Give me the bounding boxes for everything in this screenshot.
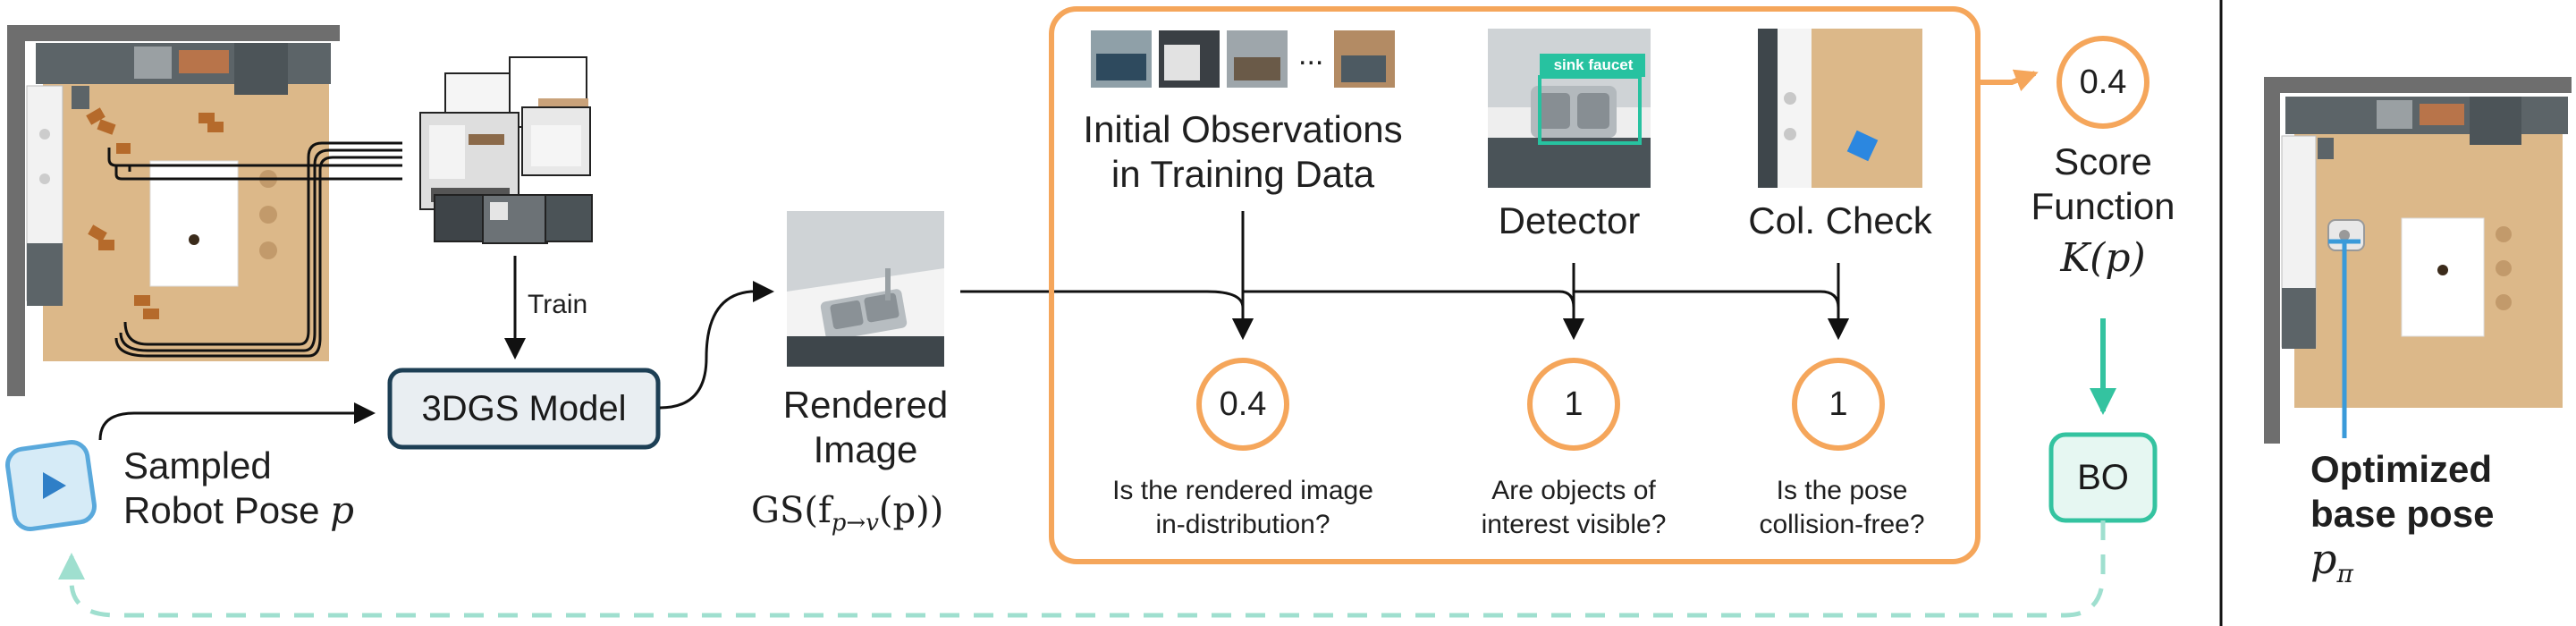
robot-pose-icon (5, 440, 97, 531)
score-circle-collision: 1 (1792, 358, 1885, 451)
scoring-panel (1049, 6, 1981, 564)
render-to-scores-line (960, 290, 1254, 340)
collision-check-image (1758, 29, 1922, 188)
model-label: 3DGS Model (421, 388, 627, 428)
pose-to-model-arrow (98, 402, 376, 441)
train-label: Train (528, 290, 588, 319)
score-circle-visibility: 1 (1527, 358, 1620, 451)
sampled-var: p (330, 488, 355, 532)
model-to-render-arrow (659, 281, 774, 410)
to-score-arrow (1978, 69, 2039, 92)
detector-image (1488, 29, 1651, 188)
detector-tag: sink faucet (1553, 56, 1634, 73)
score-function-formula: K(p) (2060, 235, 2146, 281)
observation-thumbnails (1091, 30, 1395, 88)
bo-label: BO (2077, 457, 2129, 497)
final-score-circle: 0.4 (2057, 36, 2149, 129)
sampled-line1: Sampled (123, 444, 272, 486)
colcheck-label: Col. Check (1748, 199, 1932, 241)
rendered-line2: Image (813, 428, 918, 470)
observations-line1: Initial Observations (1083, 108, 1403, 150)
observations-line2: in Training Data (1111, 153, 1375, 195)
kitchen-floorplan-right (2264, 77, 2572, 444)
observations-ellipsis: ... (1298, 38, 1324, 72)
model-box (387, 368, 661, 450)
rendered-formula: GS(fp→v(p)) (751, 490, 944, 537)
score-circle-distribution: 0.4 (1196, 358, 1289, 451)
kitchen-floorplan-left (7, 25, 402, 396)
training-views-collage (419, 56, 593, 244)
optimized-pose-var: pπ (2310, 535, 2353, 589)
rendered-label: Rendered Image (767, 383, 964, 472)
detector-label: Detector (1498, 199, 1641, 241)
feedback-loop (58, 520, 2106, 618)
rendered-line1: Rendered (782, 384, 949, 426)
sampled-line2: Robot Pose p (123, 488, 355, 532)
observations-label: Initial Observations in Training Data (1055, 107, 1431, 197)
score-function-label: Score Function (2031, 140, 2175, 227)
sampled-pose-label: Sampled Robot Pose p (123, 444, 354, 533)
optimized-pose-label: Optimized base pose (2310, 448, 2495, 535)
rendered-image (787, 211, 944, 367)
